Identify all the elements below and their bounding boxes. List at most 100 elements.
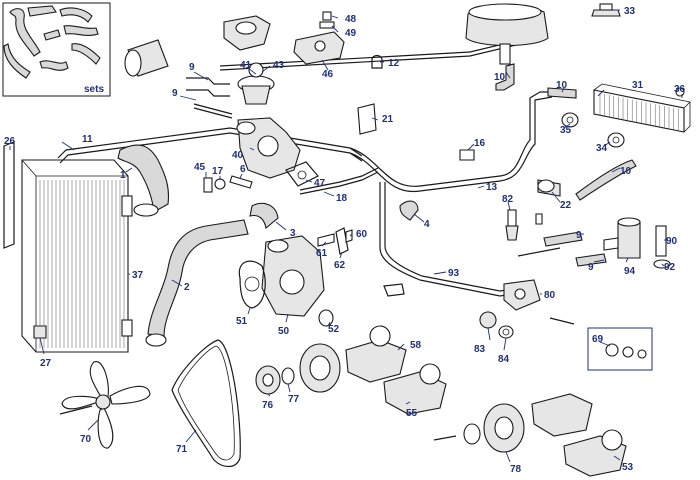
heater-pipe-93[interactable] [379, 182, 513, 297]
pipe-18-upper [299, 167, 379, 191]
pulley-76[interactable] [255, 365, 281, 395]
gasket-51[interactable] [238, 260, 266, 309]
pulley-77[interactable] [281, 367, 295, 385]
pipe-18[interactable] [299, 167, 379, 195]
gasket-kit-69[interactable] [587, 327, 653, 371]
hose-10b [547, 87, 577, 99]
part-label: 31 [632, 80, 644, 91]
pulley-78-hub [494, 416, 514, 440]
water-pump-55[interactable] [383, 363, 447, 415]
leader-92 [661, 263, 665, 267]
hose-4[interactable] [399, 200, 419, 221]
bolts-60-61-62[interactable] [317, 227, 353, 255]
clip-16[interactable] [459, 149, 475, 161]
part-label: 1 [120, 170, 126, 181]
thermostat-cover[interactable] [293, 11, 345, 65]
leader-93 [433, 271, 447, 275]
thermostat-housing-40[interactable] [236, 117, 301, 179]
gasket-47-hole [297, 170, 307, 180]
part-label: 50 [278, 326, 290, 337]
intake-hose-adapter[interactable] [124, 39, 169, 77]
clamp-small-shape [383, 283, 405, 297]
tube-11-lower [59, 132, 363, 164]
radiator[interactable] [3, 141, 133, 353]
radiator-edges [21, 159, 128, 352]
pressure-cap-top [599, 3, 613, 11]
thermostat-83-84[interactable] [479, 311, 575, 339]
part-label: 12 [388, 58, 400, 69]
part-label: 84 [498, 354, 510, 365]
fan-belt[interactable] [171, 339, 241, 468]
leader-4 [413, 213, 425, 223]
expansion-tank[interactable] [465, 3, 549, 65]
part-label: 18 [336, 193, 348, 204]
tube-11[interactable] [57, 127, 363, 164]
lower-hose[interactable] [145, 219, 249, 347]
cooling-fan[interactable] [59, 361, 151, 449]
leader-50 [285, 313, 289, 323]
bracket-21-shape [357, 103, 377, 135]
part-label: 52 [328, 324, 340, 335]
heater-pipe-13[interactable] [349, 91, 553, 193]
pulley-main[interactable] [299, 343, 341, 393]
pulley-77-body [281, 367, 295, 385]
washer-17 [214, 178, 226, 190]
temperature-sender[interactable] [505, 209, 543, 241]
part-label: 41 [240, 60, 252, 71]
leader-31 [597, 89, 605, 97]
leader-48 [331, 15, 339, 19]
housing-40-neck [236, 121, 256, 135]
leader-10a [505, 71, 511, 79]
leader-77 [287, 383, 291, 393]
heater-tap[interactable] [603, 217, 641, 259]
gasket-47[interactable] [285, 161, 319, 187]
part-label: 26 [4, 136, 16, 147]
leader-9a [193, 71, 209, 81]
bracket-21[interactable] [357, 103, 377, 135]
bolt-61 [317, 233, 335, 247]
leader-3 [275, 221, 287, 231]
water-pump-58[interactable] [345, 325, 407, 383]
part-label: 78 [510, 464, 522, 475]
water-pump-53[interactable] [531, 393, 627, 477]
drain-plug-27[interactable] [33, 325, 47, 339]
hose-4-body [399, 200, 419, 221]
pulley-76-hub [262, 373, 274, 387]
pulley-78-bolt [433, 435, 457, 441]
clip-12-shape [371, 54, 383, 69]
part-label: 4 [424, 219, 430, 230]
hose-3[interactable] [249, 202, 279, 230]
thermostat[interactable] [237, 62, 275, 105]
clamp-small[interactable] [383, 283, 405, 297]
water-pump-housing[interactable] [261, 235, 325, 317]
overflow-line[interactable] [219, 39, 521, 71]
hose-sets-inset[interactable]: sets [2, 2, 111, 97]
pump-58-body [345, 339, 407, 383]
hoses-9-right[interactable] [517, 231, 607, 267]
part-label: 40 [232, 150, 244, 161]
part-label: 43 [273, 60, 285, 71]
leader-53 [613, 455, 621, 461]
leader-69 [599, 341, 611, 347]
pulley-78[interactable] [433, 403, 525, 453]
inset-hose-5 [3, 43, 31, 79]
bleed-washer [319, 21, 335, 29]
part-label: 82 [502, 194, 514, 205]
heater-core[interactable] [593, 83, 691, 133]
bolts-45-17-6[interactable] [203, 175, 253, 193]
hose-10-upper[interactable] [495, 63, 637, 201]
adapter-80[interactable] [503, 279, 541, 311]
thermostat-capsule [241, 85, 271, 105]
upper-hose[interactable] [117, 144, 170, 217]
part-label: 90 [666, 236, 678, 247]
radiator-upper-inlet [121, 195, 133, 217]
part-label: 21 [382, 114, 394, 125]
pressure-cap[interactable] [591, 3, 621, 17]
water-outlet-elbow[interactable] [223, 15, 271, 51]
clip-12[interactable] [371, 54, 383, 69]
grommets-34-35[interactable] [561, 112, 625, 148]
fitting-22[interactable] [537, 179, 561, 197]
leader-40 [249, 147, 255, 151]
pipes-9-top[interactable] [186, 77, 233, 119]
part-label: 9 [189, 62, 195, 73]
